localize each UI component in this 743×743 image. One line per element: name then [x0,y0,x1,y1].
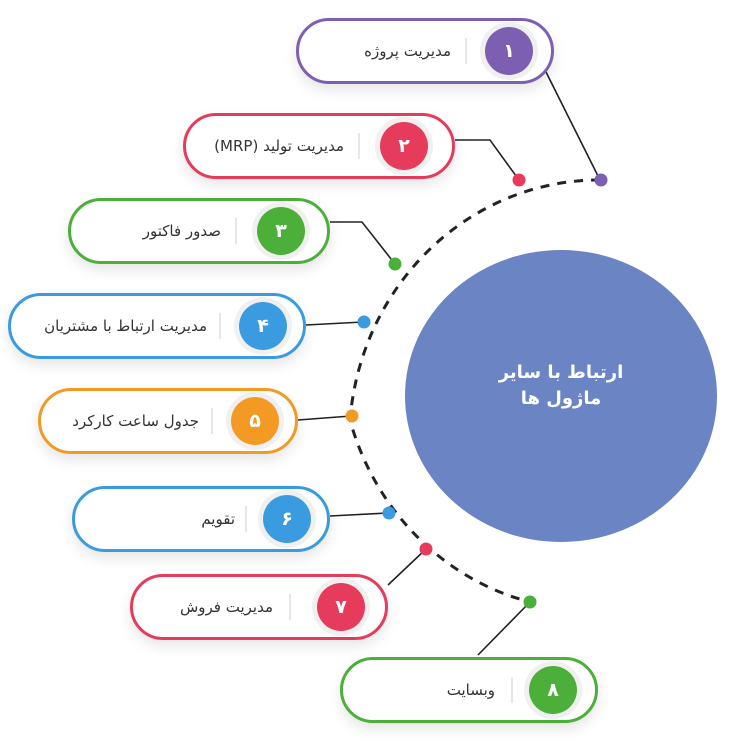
module-label: جدول ساعت کارکرد [72,412,199,430]
module-number-badge: ۸ [529,666,577,714]
connector-dot [345,409,359,423]
module-pill-sales-management[interactable]: مدیریت فروش ۷ [130,574,388,640]
module-label: مدیریت پروژه [364,42,451,60]
module-pill-calendar[interactable]: تقویم ۶ [72,486,330,552]
separator [211,408,213,434]
center-title: ارتباط با سایر ماژول ها [405,360,717,412]
module-number-badge: ۳ [257,207,305,255]
connector-line [539,59,601,181]
center-title-line-2: ماژول ها [520,388,602,409]
module-number-badge: ۶ [263,495,311,543]
connector-line [455,139,520,181]
module-number-badge: ۲ [380,122,428,170]
separator [358,133,360,159]
connector-line [297,415,352,421]
module-label: تقویم [201,510,235,528]
module-label: صدور فاکتور [142,222,221,240]
module-label: وبسایت [446,681,495,699]
separator [511,677,513,703]
module-pill-invoicing[interactable]: صدور فاکتور ۳ [68,198,330,264]
module-pill-crm[interactable]: مدیریت ارتباط با مشتریان ۴ [8,293,306,359]
connector-dot [419,542,433,556]
module-number-badge: ۱ [485,27,533,75]
connector-line [329,512,389,517]
connector-dot [357,315,371,329]
module-number-badge: ۵ [231,397,279,445]
module-pill-production-management[interactable]: مدیریت تولید (MRP) ۲ [183,113,455,179]
module-number-badge: ۷ [317,583,365,631]
connector-dot [523,595,537,609]
module-label: مدیریت تولید (MRP) [214,137,344,155]
connector-dot [388,257,402,271]
dashed-arc [348,178,601,604]
connector-dot [382,506,396,520]
connector-line [305,321,364,326]
separator [289,594,291,620]
separator [219,313,221,339]
module-label: مدیریت ارتباط با مشتریان [44,317,207,335]
separator [235,218,237,244]
separator [465,38,467,64]
connector-dot [512,173,526,187]
connector-line [387,548,427,586]
center-circle [405,250,717,542]
module-number-badge: ۴ [239,302,287,350]
center-title-line-1: ارتباط با سایر [498,362,624,383]
module-pill-website[interactable]: وبسایت ۸ [340,657,598,723]
module-pill-timesheet[interactable]: جدول ساعت کارکرد ۵ [38,388,298,454]
connector-line [330,221,396,265]
module-label: مدیریت فروش [179,598,273,616]
connector-line [477,601,531,656]
connector-dot [594,173,608,187]
separator [245,506,247,532]
module-pill-project-management[interactable]: مدیریت پروژه ۱ [296,18,554,84]
